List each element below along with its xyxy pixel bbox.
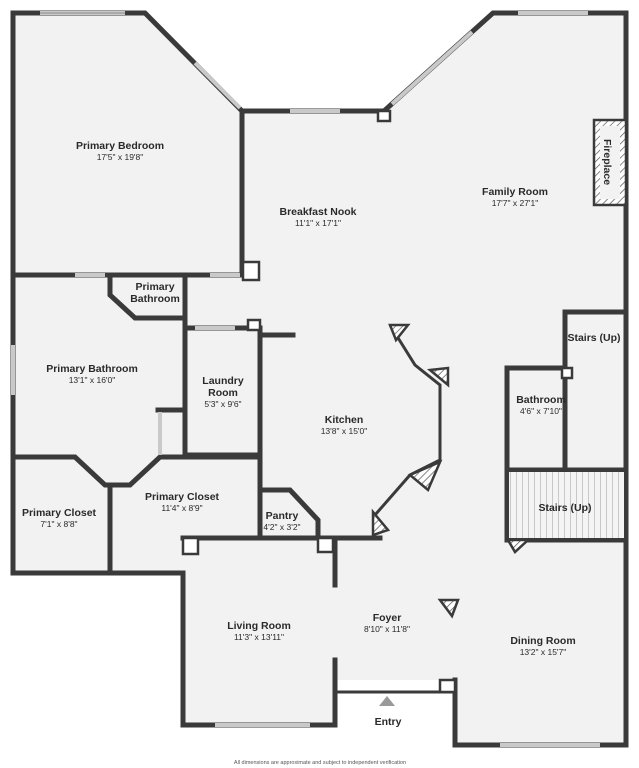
- pantry-name: Pantry: [266, 510, 299, 522]
- kitchen-name: Kitchen: [325, 414, 364, 426]
- primary-bathroom-small-line1: Primary: [135, 281, 174, 293]
- bathroom-dims: 4'6" x 7'10": [520, 406, 562, 416]
- dining-room-dims: 13'2" x 15'7": [520, 647, 567, 657]
- entry-label: Entry: [375, 716, 402, 728]
- stairs-up-2-label: Stairs (Up): [538, 502, 591, 514]
- floor-fill: [13, 13, 626, 745]
- stairs-up-1-label: Stairs (Up): [567, 332, 620, 344]
- bathroom-name: Bathroom: [516, 394, 566, 406]
- primary-bedroom-dims: 17'5" x 19'8": [97, 152, 144, 162]
- kitchen-dims: 13'8" x 15'0": [321, 426, 368, 436]
- interior-walls: [10, 108, 629, 693]
- kitchen-counter: [373, 324, 442, 516]
- fireplace-label: Fireplace: [601, 139, 613, 185]
- family-room-name: Family Room: [482, 186, 548, 198]
- foyer-dims: 8'10" x 11'8": [364, 624, 410, 634]
- primary-closet-right-name: Primary Closet: [145, 491, 220, 503]
- pantry-dims: 4'2" x 3'2": [263, 522, 300, 532]
- columns: [371, 323, 532, 619]
- breakfast-nook-dims: 11'1" x 17'1": [295, 218, 341, 228]
- breakfast-nook-name: Breakfast Nook: [279, 206, 356, 218]
- exterior-wall-west: [10, 10, 338, 728]
- posts: [181, 109, 574, 694]
- dining-room-name: Dining Room: [510, 635, 575, 647]
- primary-closet-left-name: Primary Closet: [22, 507, 97, 519]
- primary-bathroom-small-line2: Bathroom: [130, 293, 180, 305]
- laundry-room-dims: 5'3" x 9'6": [204, 399, 241, 409]
- stairs-up-2-steps: [509, 472, 624, 538]
- primary-bathroom-dims: 13'1" x 16'0": [69, 375, 116, 385]
- footer-disclaimer: All dimensions are approximate and subje…: [234, 760, 406, 766]
- living-room-dims: 11'3" x 13'11": [234, 632, 284, 642]
- primary-closet-right-dims: 11'4" x 8'9": [161, 503, 202, 513]
- room-labels: Primary Bedroom 17'5" x 19'8" Breakfast …: [22, 140, 621, 728]
- windows: [11, 11, 600, 747]
- living-room-name: Living Room: [227, 620, 291, 632]
- fireplace-inner: [600, 126, 620, 199]
- primary-bedroom-name: Primary Bedroom: [76, 140, 164, 152]
- family-room-dims: 17'7" x 27'1": [492, 198, 539, 208]
- primary-closet-left-dims: 7'1" x 8'8": [40, 519, 77, 529]
- entry-arrow-icon: [379, 696, 395, 706]
- laundry-room-line2: Room: [208, 387, 238, 399]
- laundry-room-line1: Laundry: [202, 375, 244, 387]
- foyer-name: Foyer: [373, 612, 402, 624]
- primary-bathroom-name: Primary Bathroom: [46, 363, 138, 375]
